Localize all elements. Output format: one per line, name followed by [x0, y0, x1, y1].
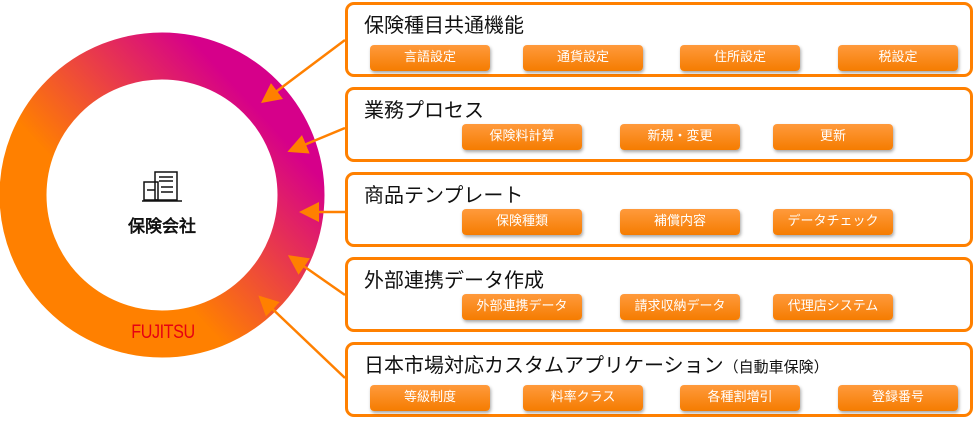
- external-data-button[interactable]: 外部連携データ: [462, 294, 582, 320]
- arrow-4: [287, 255, 346, 297]
- section-common-functions: 保険種目共通機能 言語設定 通貨設定 住所設定 税設定: [345, 2, 973, 77]
- discounts-button[interactable]: 各種割増引: [680, 385, 800, 411]
- company-center: 保険会社: [112, 170, 212, 237]
- section-product-template: 商品テンプレート 保険種類 補償内容 データチェック: [345, 172, 973, 247]
- registration-number-button[interactable]: 登録番号: [838, 385, 958, 411]
- currency-settings-button[interactable]: 通貨設定: [523, 45, 643, 71]
- grade-system-button[interactable]: 等級制度: [370, 385, 490, 411]
- section-title: 日本市場対応カスタムアプリケーション（自動車保険）: [364, 349, 829, 378]
- new-change-button[interactable]: 新規・変更: [620, 124, 740, 150]
- arrow-1: [261, 39, 346, 103]
- premium-calc-button[interactable]: 保険料計算: [462, 124, 582, 150]
- tax-settings-button[interactable]: 税設定: [838, 45, 958, 71]
- company-ring: [0, 32, 325, 358]
- section-title-text: 日本市場対応カスタムアプリケーション: [364, 353, 724, 377]
- data-check-button[interactable]: データチェック: [773, 209, 893, 235]
- billing-data-button[interactable]: 請求収納データ: [620, 294, 740, 320]
- fujitsu-logo: FUJITSU: [131, 322, 195, 343]
- section-title: 業務プロセス: [364, 98, 484, 122]
- building-icon: [142, 171, 182, 202]
- rate-class-button[interactable]: 料率クラス: [523, 385, 643, 411]
- section-title: 保険種目共通機能: [364, 13, 524, 37]
- arrow-5: [258, 295, 346, 379]
- section-title: 外部連携データ作成: [364, 268, 544, 292]
- language-settings-button[interactable]: 言語設定: [370, 45, 490, 71]
- renewal-button[interactable]: 更新: [773, 124, 893, 150]
- agency-system-button[interactable]: 代理店システム: [773, 294, 893, 320]
- section-title: 商品テンプレート: [364, 183, 524, 207]
- section-japan-custom-apps: 日本市場対応カスタムアプリケーション（自動車保険） 等級制度 料率クラス 各種割…: [345, 342, 973, 417]
- section-business-process: 業務プロセス 保険料計算 新規・変更 更新: [345, 87, 973, 162]
- coverage-button[interactable]: 補償内容: [620, 209, 740, 235]
- section-subtitle: （自動車保険）: [723, 358, 829, 376]
- address-settings-button[interactable]: 住所設定: [680, 45, 800, 71]
- arrow-2: [287, 126, 346, 154]
- company-title: 保険会社: [128, 217, 196, 237]
- insurance-type-button[interactable]: 保険種類: [462, 209, 582, 235]
- section-external-data: 外部連携データ作成 外部連携データ 請求収納データ 代理店システム: [345, 257, 973, 332]
